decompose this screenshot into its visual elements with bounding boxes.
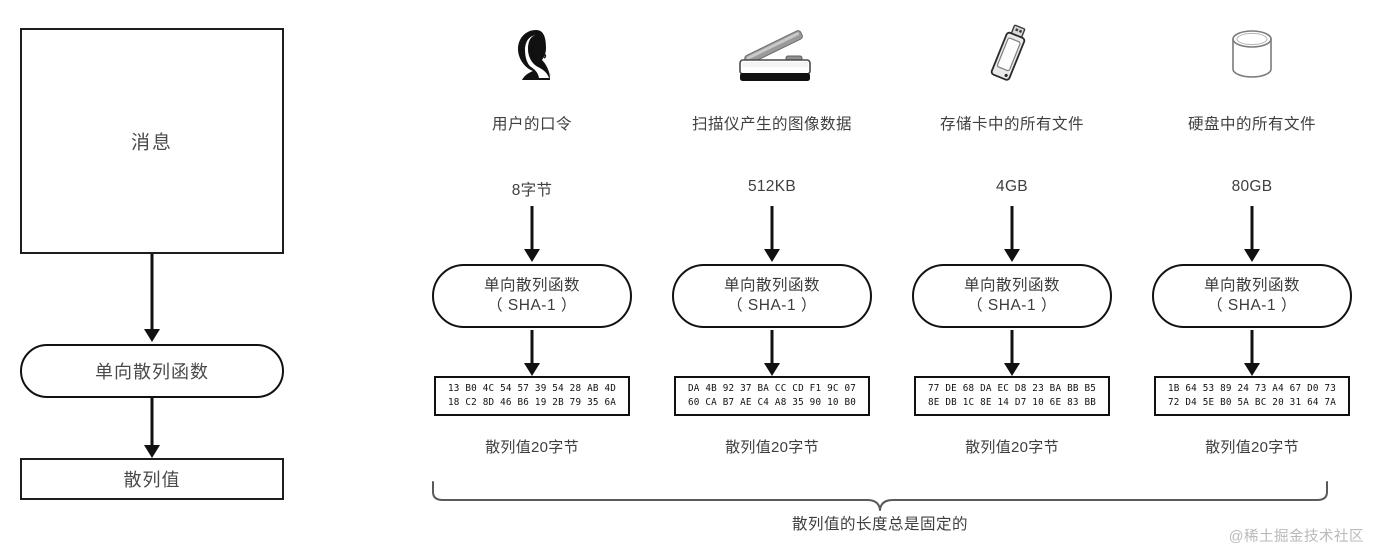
arrow-function-to-hash [432, 330, 632, 376]
summary-brace [430, 480, 1330, 514]
example-column-user-password: 用户的口令 8字节 单向散列函数 （ SHA-1 ） 13 B0 4C 54 5… [410, 0, 654, 554]
arrow-message-to-function [20, 254, 284, 342]
hash-hex-row-1: 77 DE 68 DA EC D8 23 BA BB B5 [927, 382, 1097, 394]
left-overview-panel: 消息 单向散列函数 散列值 [0, 0, 400, 554]
column-caption: 散列值20字节 [1205, 439, 1299, 456]
message-box: 消息 [20, 28, 284, 254]
hash-function-line1: 单向散列函数 [723, 277, 820, 295]
column-title: 扫描仪产生的图像数据 [691, 116, 852, 133]
column-size-label: 4GB [996, 178, 1028, 195]
hash-function-line2: （ SHA-1 ） [967, 297, 1057, 314]
hash-function-node: 单向散列函数 （ SHA-1 ） [432, 264, 632, 328]
hash-function-node: 单向散列函数 （ SHA-1 ） [1152, 264, 1352, 328]
hash-function-node: 单向散列函数 （ SHA-1 ） [912, 264, 1112, 328]
arrow-function-to-hash [1152, 330, 1352, 376]
example-column-memory-card-files: 存储卡中的所有文件 4GB 单向散列函数 （ SHA-1 ） 77 DE 68 … [890, 0, 1134, 554]
hash-hex-row-2: 18 C2 8D 46 B6 19 2B 79 35 6A [447, 397, 617, 408]
hash-function-line2: （ SHA-1 ） [1207, 297, 1297, 314]
brace-caption: 散列值的长度总是固定的 [791, 516, 968, 533]
scanner-icon [650, 22, 894, 84]
hash-hex-row-2: 72 D4 5E B0 5A BC 20 31 64 7A [1167, 397, 1337, 408]
examples-panel: 用户的口令 8字节 单向散列函数 （ SHA-1 ） 13 B0 4C 54 5… [400, 0, 1378, 554]
column-caption: 散列值20字节 [725, 439, 819, 456]
hash-output-box: 77 DE 68 DA EC D8 23 BA BB B5 8E DB 1C 8… [914, 376, 1110, 416]
arrow-function-to-hash [672, 330, 872, 376]
arrow-function-to-hash [912, 330, 1112, 376]
column-title: 用户的口令 [491, 116, 572, 133]
hash-hex-row-1: DA 4B 92 37 BA CC CD F1 9C 07 [687, 382, 857, 394]
hash-function-line2: （ SHA-1 ） [487, 297, 577, 314]
hash-hex-row-1: 1B 64 53 89 24 73 A4 67 D0 73 [1167, 382, 1337, 394]
hash-value-label: 散列值 [123, 470, 181, 490]
column-caption: 散列值20字节 [965, 439, 1059, 456]
column-size-label: 512KB [747, 178, 797, 195]
column-size-label: 80GB [1231, 178, 1273, 195]
arrow-input-to-function [672, 206, 872, 262]
arrow-input-to-function [432, 206, 632, 262]
column-size-label: 8字节 [511, 182, 553, 199]
column-caption: 散列值20字节 [485, 439, 579, 456]
hash-function-line1: 单向散列函数 [1203, 277, 1300, 295]
usb-drive-icon [890, 22, 1134, 84]
arrow-function-to-value [20, 398, 284, 458]
example-column-hard-disk-files: 硬盘中的所有文件 80GB 单向散列函数 （ SHA-1 ） 1B 64 53 … [1130, 0, 1374, 554]
hash-hex-row-2: 8E DB 1C 8E 14 D7 10 6E 83 BB [927, 397, 1097, 408]
hash-output-box: 13 B0 4C 54 57 39 54 28 AB 4D 18 C2 8D 4… [434, 376, 630, 416]
hash-function-line1: 单向散列函数 [483, 277, 580, 295]
column-title: 存储卡中的所有文件 [939, 116, 1084, 133]
user-head-icon [410, 22, 654, 84]
hash-output-box: DA 4B 92 37 BA CC CD F1 9C 07 60 CA B7 A… [674, 376, 870, 416]
one-way-hash-function-label: 单向散列函数 [95, 362, 209, 382]
column-title: 硬盘中的所有文件 [1187, 116, 1316, 133]
hash-function-node: 单向散列函数 （ SHA-1 ） [672, 264, 872, 328]
watermark: @稀土掘金技术社区 [1228, 529, 1364, 545]
hash-hex-row-1: 13 B0 4C 54 57 39 54 28 AB 4D [447, 382, 617, 394]
arrow-input-to-function [912, 206, 1112, 262]
hash-output-box: 1B 64 53 89 24 73 A4 67 D0 73 72 D4 5E B… [1154, 376, 1350, 416]
hash-function-line2: （ SHA-1 ） [727, 297, 817, 314]
hash-value-box: 散列值 [20, 458, 284, 500]
one-way-hash-function-node: 单向散列函数 [20, 344, 284, 398]
example-column-scanner-image: 扫描仪产生的图像数据 512KB 单向散列函数 （ SHA-1 ） DA 4B … [650, 0, 894, 554]
hash-hex-row-2: 60 CA B7 AE C4 A8 35 90 10 B0 [687, 397, 857, 408]
hard-disk-icon [1130, 22, 1374, 84]
message-box-label: 消息 [130, 132, 173, 154]
arrow-input-to-function [1152, 206, 1352, 262]
hash-function-line1: 单向散列函数 [963, 277, 1060, 295]
